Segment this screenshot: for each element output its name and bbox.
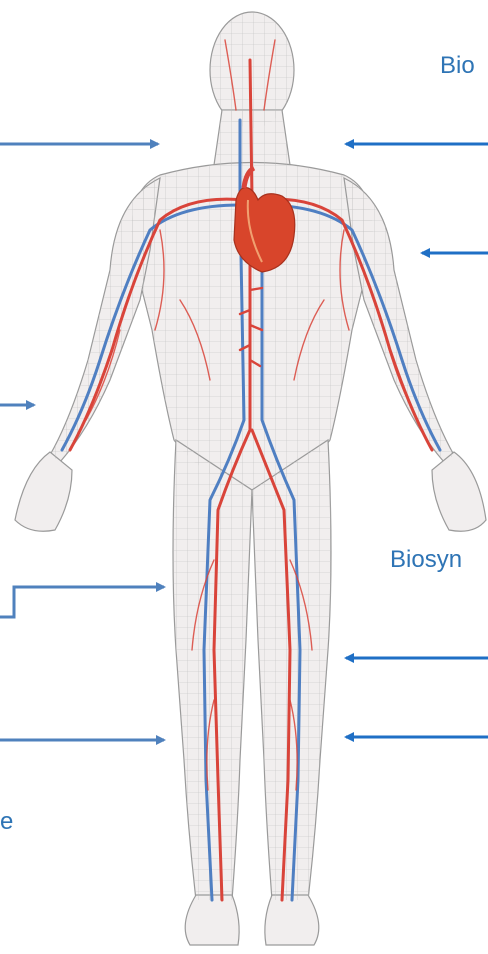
- label-mid-right: Biosyn: [390, 546, 462, 574]
- label-bottom-left: e: [0, 808, 13, 836]
- label-top-right: Bio: [440, 52, 475, 80]
- arrow-right-icon: [0, 587, 164, 617]
